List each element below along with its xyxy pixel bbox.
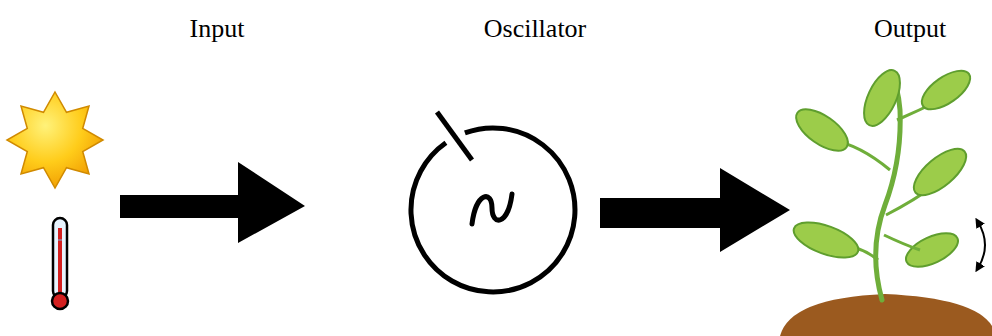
column-heading: Output bbox=[874, 14, 946, 44]
motion-arrow bbox=[978, 222, 985, 268]
plant-illustration bbox=[780, 63, 992, 336]
oscillator-symbol bbox=[411, 112, 575, 292]
flow-arrow bbox=[600, 168, 790, 252]
flow-arrow bbox=[120, 162, 305, 243]
sun-icon bbox=[7, 92, 103, 188]
thermometer-icon bbox=[52, 218, 68, 309]
column-heading: Input bbox=[190, 14, 245, 44]
column-heading: Oscillator bbox=[484, 14, 587, 44]
